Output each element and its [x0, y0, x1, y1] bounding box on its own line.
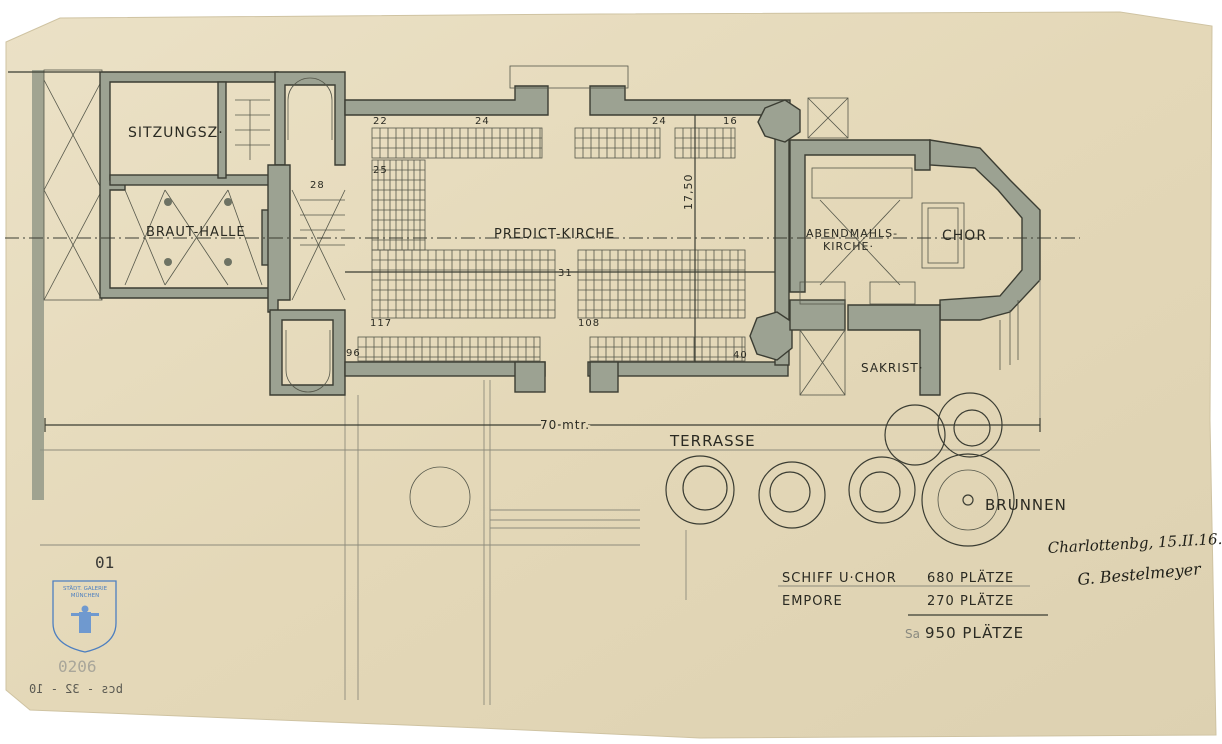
tally-label: EMPORE: [782, 594, 843, 609]
mirrored-code: bcs - 32 - 10: [29, 682, 123, 696]
pew-block: [577, 249, 746, 319]
museum-stamp-shield: [52, 580, 117, 653]
stamp-text: MÜNCHEN: [71, 592, 99, 599]
pencil-construction-lines: [40, 380, 1040, 705]
sheet-number: 01: [95, 553, 114, 572]
pew-block: [371, 127, 543, 159]
seat-count: 24: [475, 116, 490, 127]
dimension-lines: [44, 115, 1041, 432]
tally-value: 680 PLÄTZE: [927, 570, 1014, 586]
seat-count: 16: [723, 116, 738, 127]
label-abendmahlskirche-1: ABENDMAHLS-: [806, 227, 898, 240]
pew-block: [357, 336, 541, 362]
dimension-length: 70 mtr.: [540, 418, 590, 432]
pew-block: [574, 127, 661, 159]
seat-count: 117: [370, 318, 392, 329]
room-labels: SITZUNGSZ· BRAUT-HALLE PREDICT-KIRCHE AB…: [128, 125, 1067, 514]
seat-counts: 22 24 24 16 25 28 31 117 108 96 40 17,50…: [310, 116, 748, 435]
label-predigtkirche: PREDICT-KIRCHE: [494, 227, 615, 242]
seat-count: 40: [733, 350, 748, 361]
stair-tower: [267, 71, 346, 396]
tally-sum: 950 PLÄTZE: [925, 623, 1024, 642]
label-brunnen: BRUNNEN: [985, 496, 1067, 514]
nave-walls: [344, 65, 801, 393]
seat-count: 22: [373, 116, 388, 127]
chancel: [789, 97, 1041, 425]
dimension-width: 17,50: [682, 174, 695, 211]
tally-sum-prefix: Sa: [905, 627, 920, 641]
seat-count: 31: [558, 268, 573, 279]
seat-count: 25: [373, 165, 388, 176]
tally-value: 270 PLÄTZE: [927, 593, 1014, 609]
left-colonnade: [8, 69, 103, 500]
pew-block: [371, 249, 556, 319]
label-brauthalle: BRAUT-HALLE: [146, 225, 246, 240]
pew-grids: [357, 127, 746, 362]
label-terrasse: TERRASSE: [669, 432, 756, 450]
seat-count: 96: [346, 348, 361, 359]
stamp-text: STÄDT. GALERIE: [63, 585, 108, 592]
seat-count: 108: [578, 318, 600, 329]
label-sakristei: SAKRIST·: [861, 361, 924, 375]
pew-block: [674, 127, 736, 159]
terrace-trees: [409, 392, 1003, 529]
munich-monk-icon: [71, 605, 99, 633]
tally-label: SCHIFF U·CHOR: [782, 571, 897, 586]
label-abendmahlskirche-2: KIRCHE·: [823, 240, 874, 253]
inventory-number: 0206: [58, 657, 97, 676]
seat-count: 28: [310, 180, 325, 191]
pew-block: [589, 336, 746, 362]
label-sitzungssaal: SITZUNGSZ·: [128, 125, 224, 141]
archive-marks: 01 STÄDT. GALERIE MÜNCHEN 0206 bcs - 32 …: [29, 553, 123, 696]
seat-tally: SCHIFF U·CHOR 680 PLÄTZE EMPORE 270 PLÄT…: [778, 570, 1048, 642]
seat-count: 24: [652, 116, 667, 127]
label-chor: CHOR: [942, 228, 987, 244]
fountain: [921, 453, 1015, 547]
